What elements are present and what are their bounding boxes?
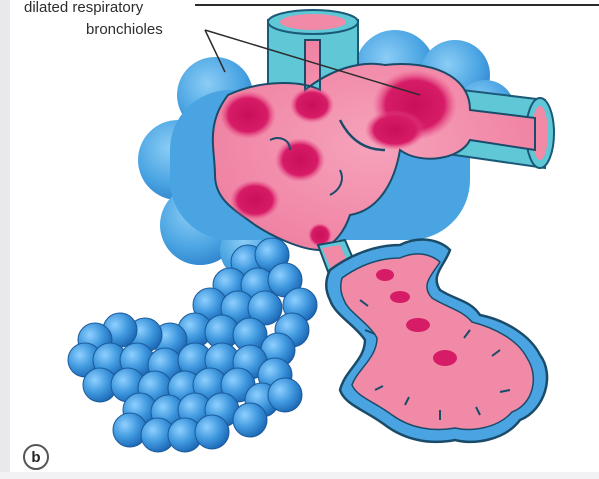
alveoli-cluster bbox=[68, 238, 317, 452]
alveolus bbox=[195, 415, 229, 449]
label-bronchioles: bronchioles bbox=[86, 22, 163, 38]
normal-alveolar-sac bbox=[326, 240, 547, 442]
panel-label-badge: b bbox=[23, 444, 49, 470]
alveolus bbox=[233, 403, 267, 437]
label-dilated-respiratory: dilated respiratory bbox=[24, 0, 143, 16]
alveolus bbox=[268, 378, 302, 412]
